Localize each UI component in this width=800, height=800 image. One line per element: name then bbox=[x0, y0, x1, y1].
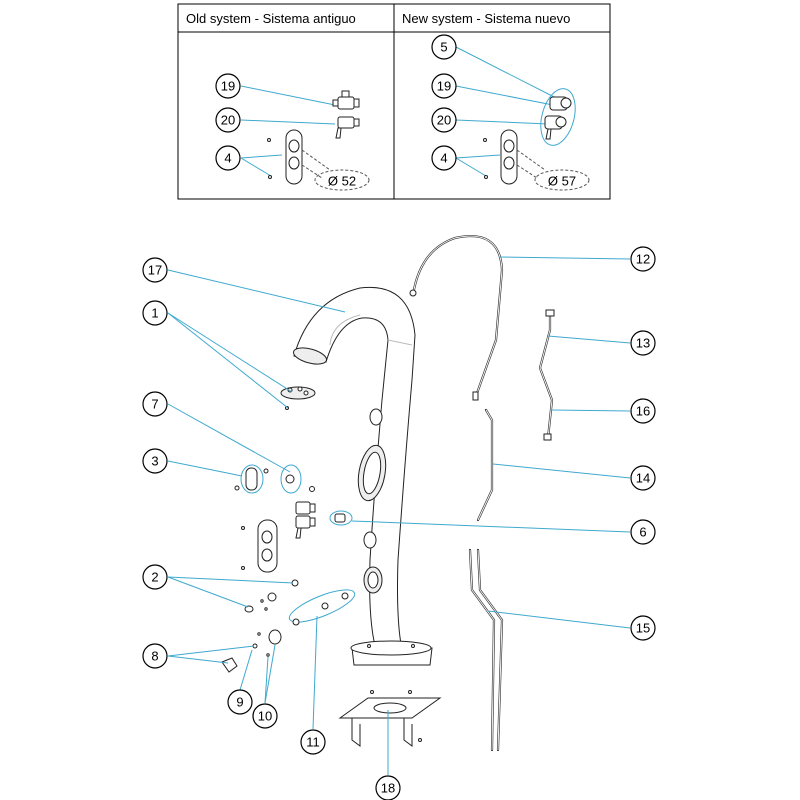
new-system-cell: 5 19 20 4 bbox=[431, 34, 590, 191]
old-callout-4-label: 4 bbox=[224, 151, 231, 166]
old-diameter-ring bbox=[314, 169, 370, 191]
leader-lines bbox=[167, 256, 631, 775]
system-comparison-table: Old system - Sistema antiguo New system … bbox=[177, 3, 611, 200]
callout-3 bbox=[142, 448, 168, 474]
callout-8 bbox=[142, 643, 168, 669]
old-valve-19 bbox=[332, 90, 360, 110]
nuts-2 bbox=[244, 579, 299, 613]
callout-3-label: 3 bbox=[151, 454, 158, 469]
callout-11 bbox=[300, 729, 326, 755]
callout-6-label: 6 bbox=[639, 525, 646, 540]
nozzle-parts-8-9-10 bbox=[221, 629, 282, 673]
old-plate-4 bbox=[267, 129, 331, 185]
old-callout-4 bbox=[215, 145, 241, 171]
base-frame-18 bbox=[338, 690, 442, 747]
old-callout-19-label: 19 bbox=[221, 79, 235, 94]
face-plate bbox=[241, 519, 278, 573]
callout-16 bbox=[630, 398, 656, 424]
callout-9 bbox=[227, 689, 253, 715]
callout-13-label: 13 bbox=[636, 336, 650, 351]
old-callout-20-label: 20 bbox=[221, 113, 235, 128]
fitting-7 bbox=[280, 464, 315, 494]
new-callout-20-label: 20 bbox=[437, 113, 451, 128]
plate-3 bbox=[234, 464, 269, 494]
new-callout-20 bbox=[431, 107, 457, 133]
new-valve-19 bbox=[549, 96, 572, 111]
callout-bubbles: 17 1 7 3 2 8 9 10 11 18 12 13 16 14 6 15 bbox=[142, 246, 656, 800]
callout-18 bbox=[375, 775, 401, 800]
valve-block bbox=[295, 501, 316, 539]
pipe-14 bbox=[476, 408, 494, 522]
callout-18-label: 18 bbox=[381, 781, 395, 796]
callout-2 bbox=[142, 564, 168, 590]
old-callout-20 bbox=[215, 107, 241, 133]
nozzles-11 bbox=[288, 589, 356, 626]
new-valve-20 bbox=[544, 115, 567, 140]
callout-10 bbox=[252, 703, 278, 729]
callout-13 bbox=[630, 330, 656, 356]
new-valve-highlight bbox=[540, 88, 576, 146]
new-callout-4-label: 4 bbox=[440, 151, 447, 166]
old-callout-19 bbox=[215, 73, 241, 99]
callout-9-label: 9 bbox=[236, 695, 243, 710]
pipe-13-16 bbox=[538, 309, 555, 441]
pipe-15 bbox=[468, 548, 504, 752]
callout-15-label: 15 bbox=[636, 621, 650, 636]
old-valve-20 bbox=[335, 116, 360, 139]
new-diameter-label: Ø 57 bbox=[548, 174, 576, 189]
old-diameter-label: Ø 52 bbox=[328, 174, 356, 189]
callout-7-label: 7 bbox=[151, 397, 158, 412]
callout-17-label: 17 bbox=[148, 263, 162, 278]
new-callout-19-label: 19 bbox=[437, 79, 451, 94]
callout-1 bbox=[142, 300, 168, 326]
new-system-header: New system - Sistema nuevo bbox=[402, 11, 570, 26]
callout-10-label: 10 bbox=[258, 709, 272, 724]
callout-14-label: 14 bbox=[636, 471, 650, 486]
callout-12 bbox=[630, 246, 656, 272]
old-system-header: Old system - Sistema antiguo bbox=[186, 11, 356, 26]
callout-6 bbox=[630, 519, 656, 545]
new-plate-4 bbox=[483, 129, 546, 185]
new-callout-19 bbox=[431, 73, 457, 99]
new-callout-5 bbox=[431, 34, 457, 60]
old-system-cell: 19 20 4 bbox=[215, 73, 370, 191]
callout-17 bbox=[142, 257, 168, 283]
callout-8-label: 8 bbox=[151, 649, 158, 664]
hose-12 bbox=[409, 235, 504, 401]
new-callout-4 bbox=[431, 145, 457, 171]
new-callout-5-label: 5 bbox=[440, 40, 447, 55]
callout-7 bbox=[142, 391, 168, 417]
callout-11-label: 11 bbox=[306, 735, 320, 750]
callout-16-label: 16 bbox=[636, 404, 650, 419]
shower-column-17 bbox=[292, 286, 433, 666]
new-diameter-ring bbox=[534, 169, 590, 191]
callout-1-label: 1 bbox=[151, 306, 158, 321]
callout-14 bbox=[630, 465, 656, 491]
callout-2-label: 2 bbox=[151, 570, 158, 585]
callout-12-label: 12 bbox=[636, 252, 650, 267]
fitting-6 bbox=[329, 510, 353, 526]
callout-15 bbox=[630, 615, 656, 641]
